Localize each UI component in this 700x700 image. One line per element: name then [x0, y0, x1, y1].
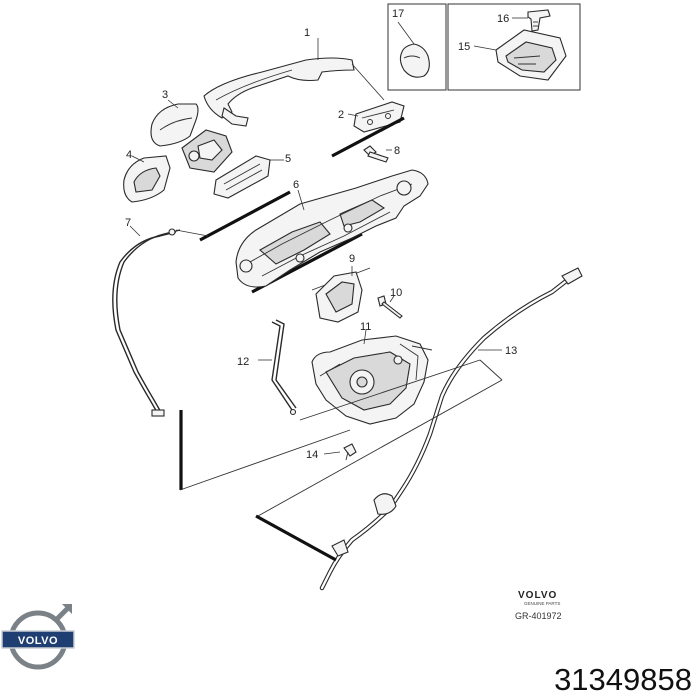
- callout-17: 17: [392, 8, 404, 20]
- callout-4: 4: [126, 149, 132, 161]
- callout-8: 8: [394, 145, 400, 157]
- callout-13: 13: [505, 345, 517, 357]
- callout-5: 5: [285, 153, 291, 165]
- logo-wordmark: VOLVO: [18, 635, 58, 647]
- bracket-part-9: [315, 271, 363, 323]
- brand-subtitle: GENUINE PARTS: [524, 601, 560, 606]
- callout-9: 9: [349, 253, 355, 265]
- screw-part-10: [377, 295, 403, 319]
- screw-part-16: [527, 9, 551, 32]
- callout-11: 11: [360, 321, 371, 333]
- callout-3: 3: [162, 89, 168, 101]
- bracket-part-15: [495, 29, 567, 81]
- inset-panel-15-16: 16 15: [447, 3, 581, 91]
- bolt-part-8: [363, 145, 389, 163]
- door-handle-part-1: [203, 57, 355, 127]
- cable-part-13: [319, 267, 583, 591]
- handle-carrier-part-6: [235, 169, 429, 288]
- bezel-part-4: [123, 155, 171, 203]
- callout-10: 10: [390, 287, 402, 299]
- callout-16: 16: [497, 13, 509, 25]
- callout-7: 7: [125, 217, 131, 229]
- brand-block: VOLVO GENUINE PARTS GR-401972: [515, 590, 562, 621]
- lock-actuator-part-11: [311, 335, 429, 425]
- inset-panel-17: 17: [387, 3, 447, 91]
- rod-part-12: [271, 319, 297, 416]
- brand-wordmark: VOLVO: [518, 590, 557, 601]
- illustration-reference: GR-401972: [515, 611, 562, 621]
- screw-part-14: [343, 443, 357, 461]
- lock-cylinder: [181, 129, 233, 173]
- cap-part-17: [399, 43, 430, 78]
- cover-part-3: [150, 103, 199, 147]
- volvo-iron-mark-icon: VOLVO: [1, 604, 75, 670]
- callout-12: 12: [237, 356, 249, 368]
- seal-part-5: [213, 155, 271, 199]
- part-number: 31349858: [554, 662, 692, 697]
- callout-1: 1: [304, 27, 310, 39]
- callout-2: 2: [338, 109, 344, 121]
- cable-part-7: [112, 228, 209, 417]
- callout-15: 15: [458, 41, 470, 53]
- callout-14: 14: [306, 449, 318, 461]
- gasket-part-2: [353, 101, 405, 133]
- callout-6: 6: [293, 179, 299, 191]
